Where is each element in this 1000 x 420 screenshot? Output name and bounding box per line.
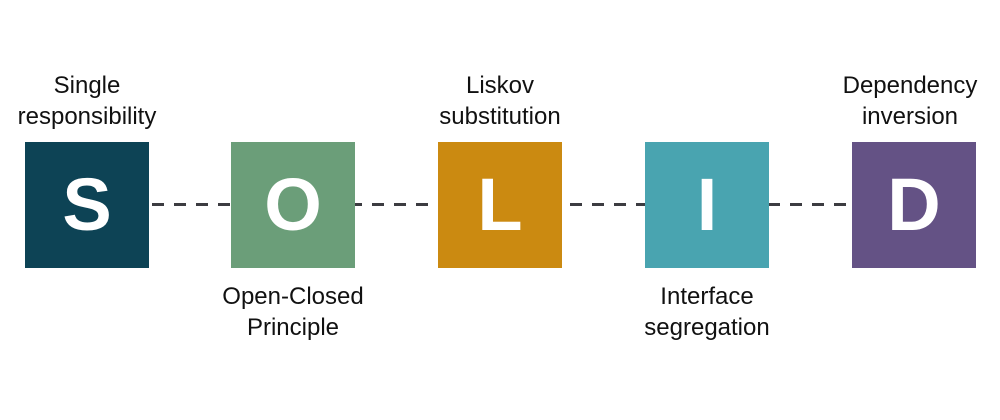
caption-single-responsibility: Single responsibility	[17, 72, 157, 130]
caption-interface-segregation: Interface segregation	[644, 283, 770, 341]
letter-glyph-i: I	[696, 163, 718, 246]
letter-block-l: L	[438, 142, 562, 268]
caption-open-closed-principle: Open-Closed Principle	[222, 283, 364, 341]
letter-block-o: O	[231, 142, 355, 268]
caption-dependency-inversion: Dependency inversion	[842, 72, 978, 130]
letter-block-s: S	[25, 142, 149, 268]
letter-glyph-o: O	[264, 163, 322, 246]
letter-block-d: D	[852, 142, 976, 268]
letter-glyph-d: D	[887, 163, 941, 246]
letter-glyph-l: L	[477, 163, 523, 246]
caption-liskov-substitution: Liskov substitution	[439, 72, 561, 130]
letter-glyph-s: S	[62, 163, 112, 246]
letter-block-i: I	[645, 142, 769, 268]
